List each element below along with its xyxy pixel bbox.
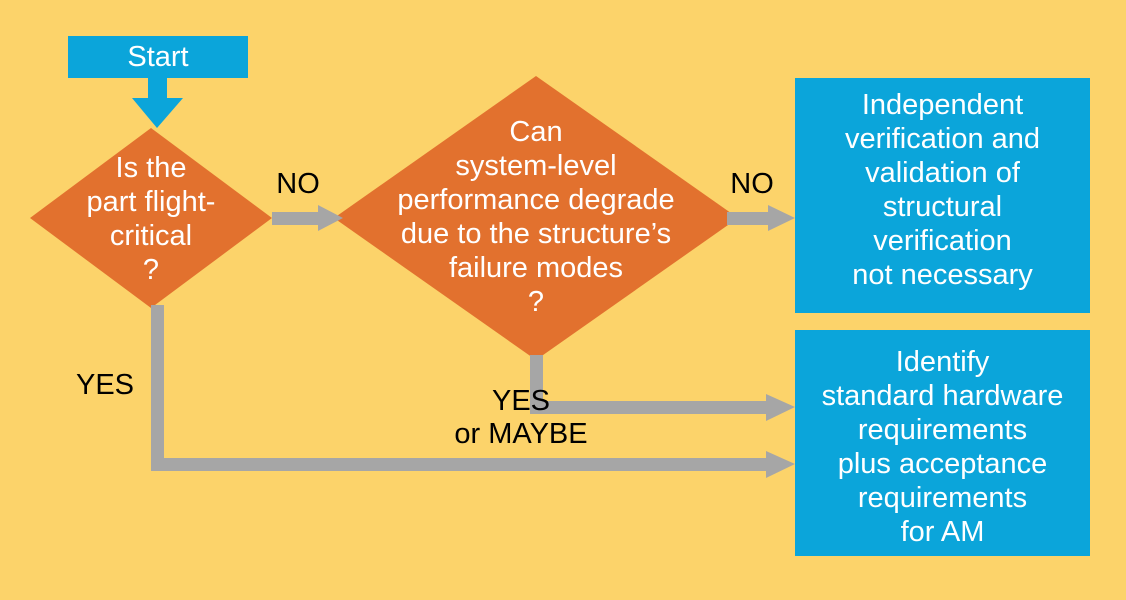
edge-decision2-no xyxy=(727,205,795,231)
edge-decision2-yes-vertical xyxy=(530,355,543,413)
edge-decision1-no xyxy=(272,205,343,231)
decision-flight-critical-shape[interactable] xyxy=(30,128,272,308)
edge-decision2-yes-horizontal xyxy=(530,401,768,414)
outcome-no-ivv-shape[interactable] xyxy=(795,78,1090,313)
edge-decision2-no-stem xyxy=(727,212,770,225)
edge-decision1-no-arrowhead xyxy=(318,205,343,231)
edge-decision1-yes-arrowhead xyxy=(766,451,795,478)
decision-performance-degrade-shape[interactable] xyxy=(334,76,738,360)
edge-start-arrowhead xyxy=(132,98,183,128)
edge-decision2-yes-arrowhead xyxy=(766,394,795,421)
edge-decision2-yes xyxy=(530,355,795,421)
edge-decision1-no-stem xyxy=(272,212,320,225)
edge-decision2-no-arrowhead xyxy=(768,205,795,231)
start-node-shape[interactable] xyxy=(68,36,248,78)
outcome-standard-hardware-shape[interactable] xyxy=(795,330,1090,556)
edge-decision1-yes-horizontal xyxy=(151,458,768,471)
edge-decision1-yes-vertical xyxy=(151,305,164,470)
edge-start-stem xyxy=(148,78,167,101)
edge-decision1-yes xyxy=(151,305,795,478)
edge-start-to-decision1 xyxy=(132,78,183,128)
